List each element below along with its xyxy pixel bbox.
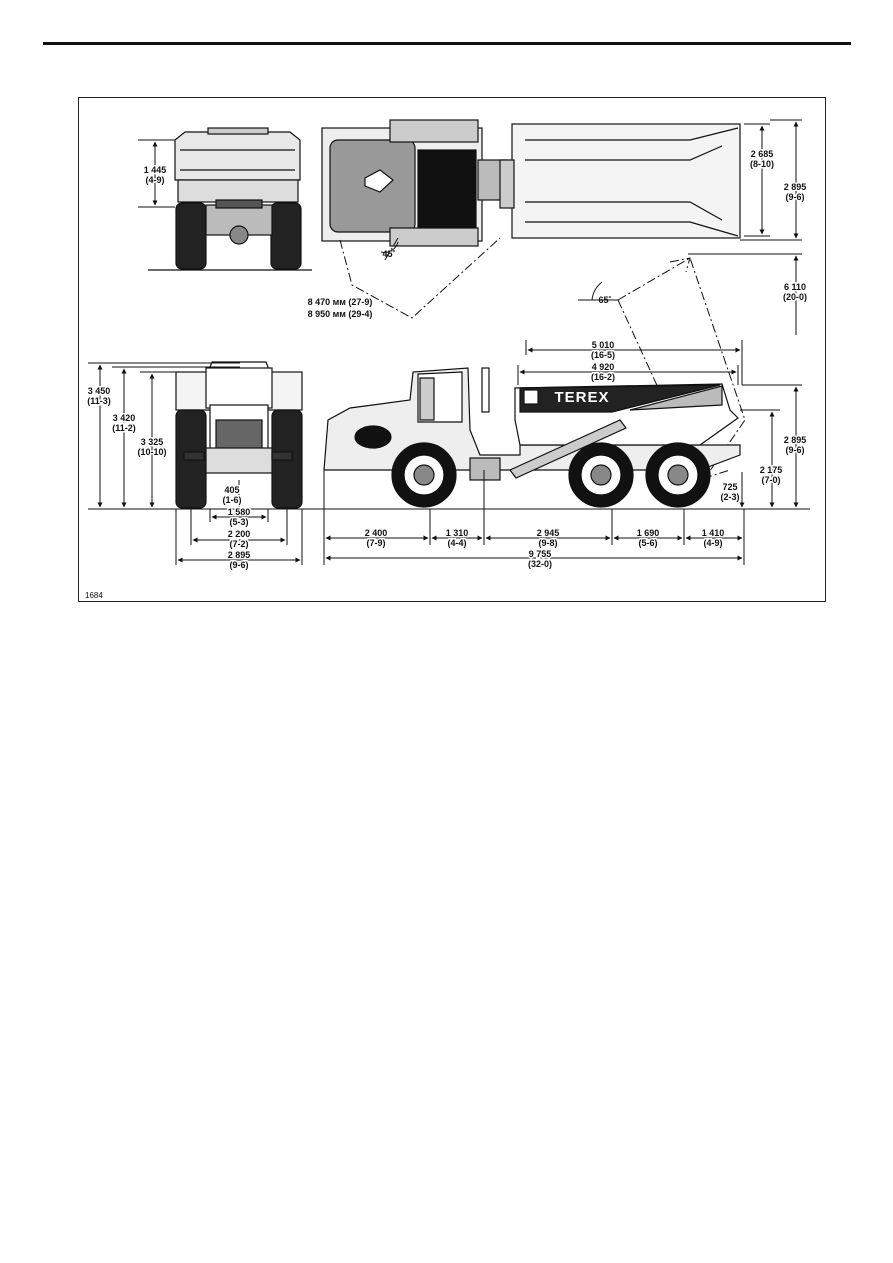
body-length-dims: 5 010 (16-5) 4 920 (16-2) xyxy=(517,339,743,385)
raised-body-outline xyxy=(617,257,746,479)
plan-view-tractor xyxy=(321,119,509,247)
seg-front-ft-label: (7-9) xyxy=(366,538,385,548)
seg-bogie-label: 1 690 xyxy=(637,528,660,538)
rear-height-dim: 1 445 (4-9) xyxy=(138,139,175,208)
overall-length-label: 9 755 xyxy=(529,549,552,559)
articulation-angle-arc xyxy=(380,241,399,253)
seg-bogie-ft-label: (5-6) xyxy=(638,538,657,548)
rear-height-ft-label: (4-9) xyxy=(145,175,164,185)
overall-width-label: 2 895 xyxy=(228,550,251,560)
cab-height-ft-label: (11-2) xyxy=(112,423,136,433)
raised-height-label: 6 110 xyxy=(784,282,806,292)
overall-width-ft-label: (9-6) xyxy=(229,560,248,570)
header-rule xyxy=(43,42,851,45)
front-width-dims: 1 580 (5-3) 2 200 (7-2) 2 895 (9-6) xyxy=(175,506,303,572)
body-height-label: 3 325 xyxy=(141,437,164,447)
turn-radius-1-label: 8 470 мм (27-9) xyxy=(308,297,373,307)
overall-length-ft-label: (32-0) xyxy=(528,559,552,569)
body-height-ft-label: (10-10) xyxy=(137,447,166,457)
overall-height-ft-label: (11-3) xyxy=(87,396,111,406)
raised-height-ft-label: (20-0) xyxy=(783,292,807,302)
figure-id: 1684 xyxy=(85,591,103,600)
rear-height-label: 1 445 xyxy=(144,165,167,175)
raised-height-dim: 6 110 (20-0) xyxy=(688,253,809,335)
cab-height-label: 3 420 xyxy=(113,413,136,423)
side-view-truck xyxy=(323,367,741,508)
plan-body-length-label: 2 685 xyxy=(751,149,774,159)
seg-rear-label: 1 410 xyxy=(702,528,725,538)
side-height-label: 2 895 xyxy=(784,435,807,445)
seg-mid-ft-label: (9-8) xyxy=(538,538,557,548)
ground-clearance-label: 405 xyxy=(224,485,239,495)
plan-body-length-dim: 2 685 (8-10) xyxy=(744,123,776,237)
dump-clearance-ft-label: (7-0) xyxy=(761,475,780,485)
brand-logo-text: TEREX xyxy=(554,389,609,406)
tail-clearance-label: 725 xyxy=(722,482,737,492)
side-length-dims: 2 400 (7-9) 1 310 (4-4) 2 945 (9-8) 1 69… xyxy=(323,470,745,571)
rear-view-truck xyxy=(148,127,312,271)
track-outer-label: 2 200 xyxy=(228,529,251,539)
plan-body-width-ft-label: (9-6) xyxy=(785,192,804,202)
tip-angle-label: 65˚ xyxy=(598,295,611,305)
plan-view-dump-body xyxy=(499,123,741,239)
turning-radius-lines xyxy=(339,237,501,319)
track-inner-label: 1 580 xyxy=(228,507,251,517)
side-height-ft-label: (9-6) xyxy=(785,445,804,455)
ground-clearance-ft-label: (1-6) xyxy=(222,495,241,505)
body-length-ft-label: (16-5) xyxy=(591,350,615,360)
body-length-label: 5 010 xyxy=(592,340,615,350)
track-inner-ft-label: (5-3) xyxy=(229,517,248,527)
tail-clearance-ft-label: (2-3) xyxy=(720,492,739,502)
front-view-truck xyxy=(175,361,303,509)
seg-rear-ft-label: (4-9) xyxy=(703,538,722,548)
overall-height-label: 3 450 xyxy=(88,386,111,396)
seg-front-label: 2 400 xyxy=(365,528,388,538)
articulation-angle-label: 45˚ xyxy=(382,249,395,259)
front-height-dims: 3 450 (11-3) 3 420 (11-2) 3 325 (10-10) xyxy=(86,362,240,508)
dump-clearance-label: 2 175 xyxy=(760,465,783,475)
seg-mid-label: 2 945 xyxy=(537,528,560,538)
body-inner-length-ft-label: (16-2) xyxy=(591,372,615,382)
plan-body-length-ft-label: (8-10) xyxy=(750,159,774,169)
plan-body-width-dim: 2 895 (9-6) xyxy=(740,119,808,241)
seg-hitch-ft-label: (4-4) xyxy=(447,538,466,548)
side-height-dims: 2 895 (9-6) 2 175 (7-0) 725 (2-3) xyxy=(719,384,808,508)
track-outer-ft-label: (7-2) xyxy=(229,539,248,549)
seg-hitch-label: 1 310 xyxy=(446,528,469,538)
ground-clearance-dim: 405 (1-6) xyxy=(221,480,243,508)
plan-body-width-label: 2 895 xyxy=(784,182,807,192)
tip-angle-arc xyxy=(591,281,603,301)
turn-radius-2-label: 8 950 мм (29-4) xyxy=(308,309,373,319)
figure-frame xyxy=(78,97,826,602)
body-inner-length-label: 4 920 xyxy=(592,362,615,372)
